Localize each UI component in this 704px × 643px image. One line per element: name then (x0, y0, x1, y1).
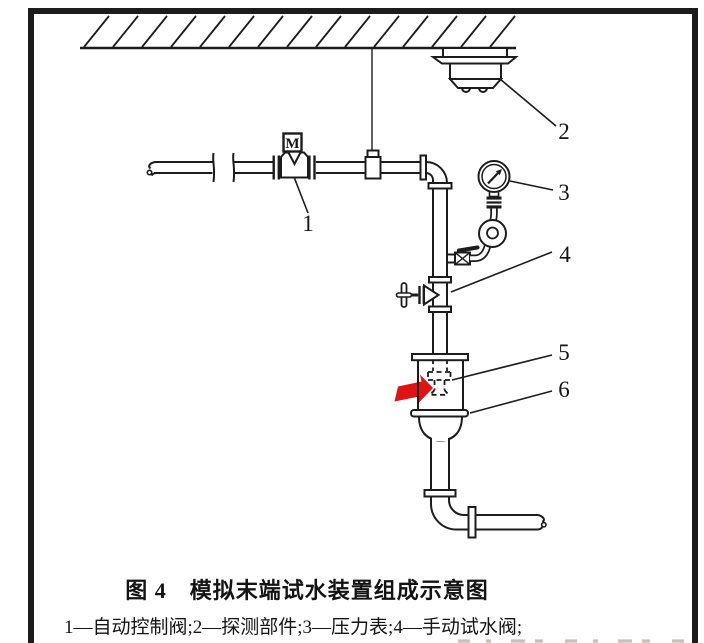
manual-test-valve (395, 276, 452, 313)
callout-2: 2 (558, 119, 570, 144)
red-pointer-arrow (394, 374, 433, 404)
funnel-bottom-flange (410, 409, 469, 418)
sprinkler-detector (429, 47, 519, 93)
elbow-flange (419, 154, 427, 181)
drain-pipe (423, 489, 547, 539)
leader-4 (450, 251, 553, 293)
handwheel-hub (395, 292, 413, 298)
cock-lever (457, 245, 480, 253)
callout-1: 1 (302, 211, 314, 236)
ceiling-hatching (83, 15, 516, 48)
sprinkler-taper (447, 78, 504, 89)
figure-legend-line: 1—自动控制阀;2—探测部件;3—压力表;4—手动试水阀; (64, 616, 522, 638)
leader-1 (293, 176, 309, 214)
callouts: 1 2 3 4 5 6 (293, 78, 571, 414)
pipe-break-end-right (537, 514, 545, 523)
figure-title: 图 4 模拟末端试水装置组成示意图 (125, 578, 489, 603)
valve-bonnet (423, 283, 441, 307)
gauge-connector (486, 196, 502, 209)
sprinkler-escutcheon (442, 47, 508, 58)
frame-left (28, 8, 34, 643)
gauge-cock (454, 245, 480, 266)
test-funnel-assembly (394, 353, 469, 490)
gauge-needle (487, 172, 499, 185)
figure-caption: 图 4 模拟末端试水装置组成示意图 1—自动控制阀;2—探测部件;3—压力表;4… (64, 578, 690, 643)
pipe-break-tick-2 (232, 152, 236, 183)
leader-3 (509, 180, 554, 191)
valve-body (280, 151, 309, 179)
leader-5 (451, 354, 553, 381)
pipe-coupling (364, 149, 382, 180)
sprinkler-bulb-left (461, 87, 471, 93)
funnel-top-flange (411, 353, 469, 362)
sprinkler-bulb-right (478, 87, 488, 93)
riser-top-flange (427, 182, 453, 190)
pipe-break-tick-1 (212, 152, 216, 183)
page-frame (28, 8, 698, 643)
automatic-control-valve: M (272, 132, 316, 180)
pressure-gauge-assembly (447, 160, 511, 266)
valve-lower-flange (428, 305, 452, 313)
leader-2 (499, 78, 557, 127)
frame-right (692, 8, 698, 643)
callout-3: 3 (558, 180, 570, 205)
motor-actuator-box (282, 132, 303, 153)
supply-elbow (419, 154, 453, 190)
ceiling (80, 15, 516, 50)
frame-top (28, 8, 698, 14)
leader-6 (469, 390, 553, 414)
drain-flange (423, 489, 457, 498)
riser-pipe (432, 188, 448, 355)
sprinkler-body (449, 62, 502, 80)
sprinkler-flange (429, 56, 519, 65)
callout-5: 5 (558, 340, 570, 365)
callout-4: 4 (559, 242, 571, 267)
drain-elbow-flange (467, 506, 477, 539)
gauge-needle-head (495, 169, 502, 176)
motor-actuator-label: M (285, 136, 299, 152)
callout-6: 6 (558, 377, 570, 402)
valve-upper-flange (428, 276, 452, 284)
